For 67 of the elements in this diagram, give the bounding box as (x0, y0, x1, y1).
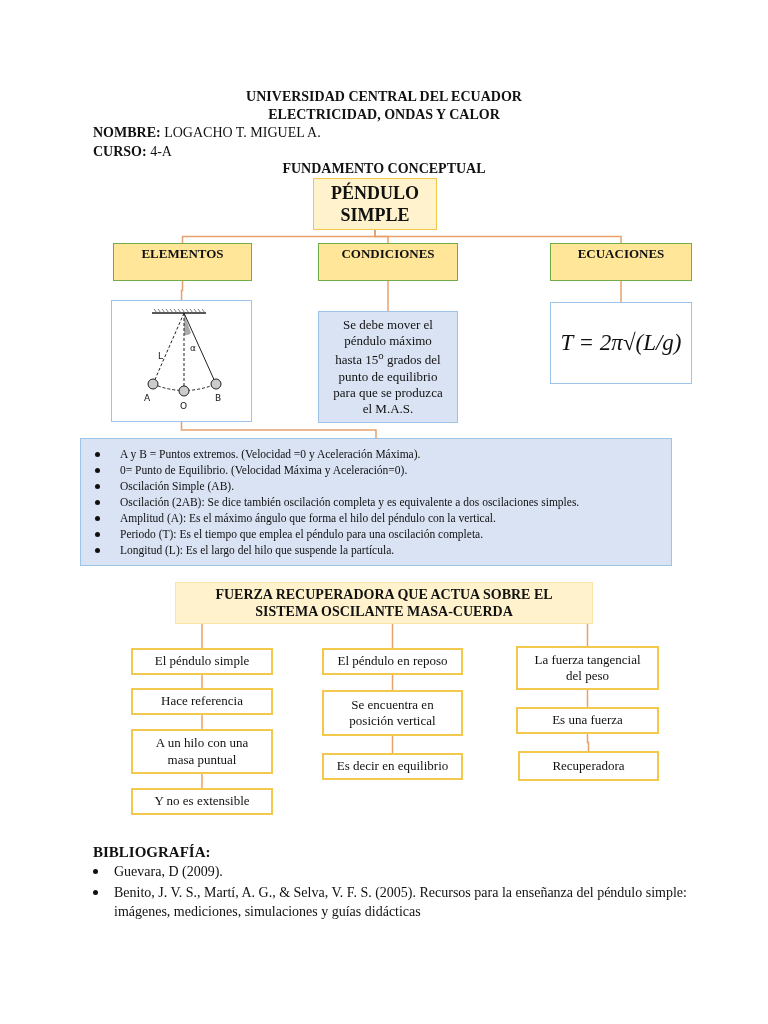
node-text: A un hilo con una masa puntual (154, 735, 250, 768)
diagram-label: B (215, 393, 222, 405)
diagram-label: α (190, 343, 196, 355)
concept-box (518, 751, 659, 781)
node-text: La fuerza tangencial del peso (533, 651, 642, 685)
bibliography-heading: BIBLIOGRAFÍA: (93, 843, 212, 862)
category-box (550, 243, 692, 281)
concept-box (131, 729, 273, 774)
node-text: Se encuentra en posición vertical (348, 696, 437, 730)
list-item: Periodo (T): Es el tiempo que emplea el péndulo para una oscilación completa. (120, 527, 484, 542)
connector-line (391, 623, 394, 649)
concept-box (131, 688, 273, 715)
node-text: Es decir en equilibrio (336, 758, 449, 775)
header-text: UNIVERSIDAD CENTRAL DEL ECUADOR (245, 88, 523, 106)
connector-line (586, 623, 589, 647)
node-text: ECUACIONES (577, 246, 665, 263)
node-text: El péndulo simple (154, 653, 250, 670)
picture-box (111, 300, 252, 422)
connector-line (180, 421, 377, 439)
concept-box (131, 648, 273, 675)
header-text: ELECTRICIDAD, ONDAS Y CALOR (267, 106, 501, 124)
formula-box (550, 302, 692, 384)
connector-line (201, 714, 203, 730)
category-box (113, 243, 252, 281)
category-box (318, 243, 458, 281)
node-text: Se debe mover el péndulo máximo hasta 15$^{o}$ grados del punto de equilibrio para que se produzca el M.A.S. (332, 316, 444, 418)
connector-line (201, 674, 203, 689)
diagram-label: L (158, 351, 163, 363)
reference-text: Guevara, D (2009). (114, 863, 223, 881)
concept-box (516, 707, 659, 734)
node-text: FUERZA RECUPERADORA QUE ACTUA SOBRE EL SISTEMA OSCILANTE MASA-CUERDA (214, 585, 554, 621)
connector-line (201, 773, 203, 789)
reference-text: Benito, J. V. S., Martí, A. G., & Selva, V. F. S. (2005). Recursos para la enseñanza del péndulo simple: imágenes, mediciones, simulaciones y guías didácticas (114, 884, 688, 921)
list-item: A y B = Puntos extremos. (Velocidad =0 y Aceleración Máxima). (120, 447, 421, 462)
list-item: Oscilación (2AB): Se dice también oscilación completa y es equivalente a dos oscilaciones simples. (120, 495, 580, 510)
concept-box (131, 788, 273, 815)
period-formula: T = 2π√(L/g) (560, 328, 682, 357)
condition-box (318, 311, 458, 423)
connector-line (387, 280, 389, 312)
connector-line (374, 229, 622, 244)
course-line: CURSO: 4-A (93, 143, 173, 161)
concept-box (516, 646, 659, 690)
node-text: Hace referencia (161, 693, 243, 710)
section-heading: FUNDAMENTO CONCEPTUAL (281, 160, 487, 178)
node-text: Y no es extensible (154, 793, 250, 810)
node-text: El péndulo en reposo (337, 653, 448, 670)
node-text: PÉNDULO SIMPLE (330, 181, 420, 227)
node-text: ELEMENTOS (141, 246, 224, 263)
list-item: Oscilación Simple (AB). (120, 479, 235, 494)
node-text: Es una fuerza (552, 712, 623, 729)
diagram-label: A (144, 393, 151, 405)
list-item: Longitud (L): Es el largo del hilo que suspende la partícula. (120, 543, 395, 558)
list-item: 0= Punto de Equilibrio. (Velocidad Máxima y Aceleración=0). (120, 463, 408, 478)
node-text: Recuperadora (552, 757, 625, 775)
concept-box (322, 648, 463, 675)
list-item: Amplitud (A): Es el máximo ángulo que forma el hilo del péndulo con la vertical. (120, 511, 496, 526)
connector-line (180, 280, 184, 301)
connector-line (201, 623, 203, 649)
heading-box (175, 582, 593, 624)
diagram-label: O (180, 401, 188, 413)
name-line: NOMBRE: LOGACHO T. MIGUEL A. (93, 124, 322, 142)
concept-box (322, 753, 463, 780)
concept-box (322, 690, 463, 736)
node-text: CONDICIONES (341, 246, 435, 263)
notes-box (80, 438, 672, 566)
title-box (313, 178, 437, 230)
connector-line (620, 280, 622, 303)
